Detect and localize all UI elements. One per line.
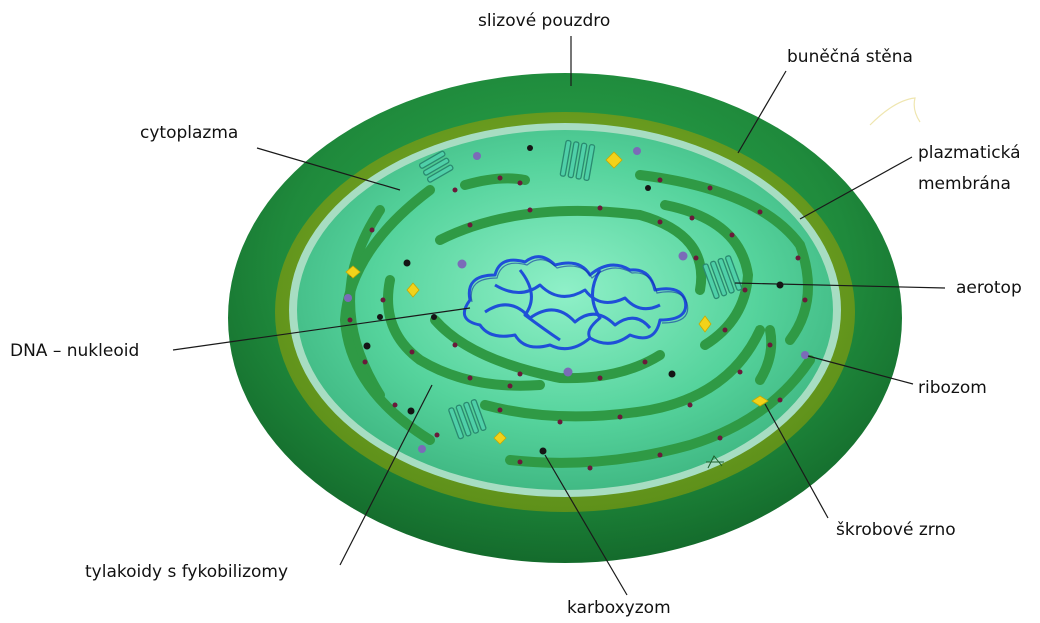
faint-sketch-mark	[870, 98, 920, 125]
label-starch-grain: škrobové zrno	[836, 519, 956, 541]
label-slime-capsule: slizové pouzdro	[478, 10, 610, 32]
label-gas-vesicle: aerotop	[956, 277, 1022, 299]
label-cytoplasm: cytoplazma	[140, 122, 238, 144]
label-dna-nucleoid: DNA – nukleoid	[10, 340, 139, 362]
label-cell-wall: buněčná stěna	[787, 46, 913, 68]
label-thylakoids: tylakoidy s fykobilizomy	[85, 561, 288, 583]
label-ribosome: ribozom	[918, 377, 987, 399]
label-carboxysome: karboxyzom	[567, 597, 671, 619]
cytoplasm	[297, 130, 833, 490]
label-plasma-membrane-line2: membrána	[918, 173, 1011, 195]
label-plasma-membrane-line1: plazmatická	[918, 142, 1021, 164]
